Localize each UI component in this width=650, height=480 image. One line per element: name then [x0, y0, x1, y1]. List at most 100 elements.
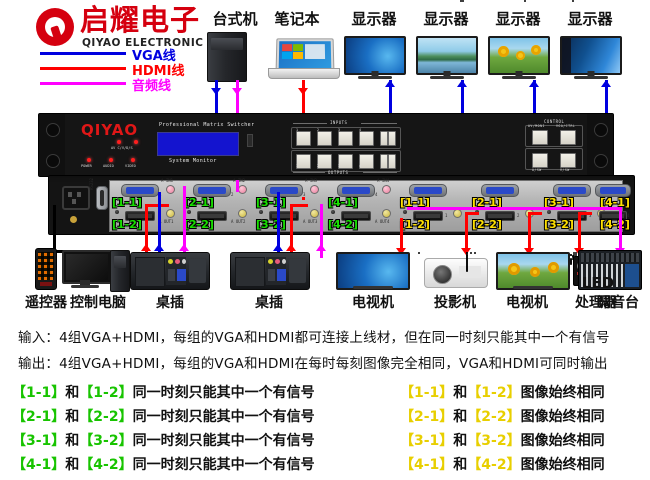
bottom-device-label-desk-socket-2: 桌插 [255, 295, 283, 311]
jack-label-input-2-2: [2-2] [184, 218, 214, 231]
top-device-label-monitor-1: 显示器 [351, 10, 397, 28]
rs232-port [96, 186, 108, 210]
note-left-1-b: 【1-2】 [79, 385, 133, 401]
rear-input-audio-label-4: A IN4 [377, 178, 390, 183]
cable-hdmi-in-1-drop [145, 216, 148, 258]
note-right-3-b: 【3-2】 [467, 433, 521, 449]
input-button-3[interactable] [338, 131, 353, 146]
control-button-a-sw[interactable] [532, 153, 548, 168]
note-right-2-text: 图像始终相同 [520, 409, 605, 425]
bottom-device-label-remote: 遥控器 [25, 295, 67, 311]
cable-arrow-vga-monitor-1 [385, 80, 395, 87]
note-left-2-text: 同一时刻只能其中一个有信号 [132, 409, 315, 425]
cable-audio-in-2-stub [236, 180, 239, 192]
note-left-3-text: 同一时刻只能其中一个有信号 [132, 433, 315, 449]
note-left-1: 【1-1】和【1-2】同一时刻只能其中一个有信号 [12, 382, 315, 402]
logo-chinese-name: 启耀电子 [80, 3, 201, 37]
input-button-extra-b[interactable] [388, 131, 396, 146]
rear-input-vga-num-2: 2 [231, 192, 234, 197]
output-button-2[interactable] [317, 154, 332, 169]
rear-output-hdmi-3 [557, 211, 587, 221]
note-right-4-b: 【4-2】 [467, 457, 521, 473]
rear-input-vga-num-4: 4 [375, 192, 378, 197]
rear-input-hdmi-4 [341, 211, 371, 221]
rear-output-audio-rca-1 [166, 209, 175, 218]
logo-english-name: QIYAO ELECTRONIC [82, 37, 204, 49]
rear-output-audio-rca-3 [310, 209, 319, 218]
output-button-4[interactable] [359, 154, 374, 169]
rear-output-num-2: 2 [517, 213, 520, 218]
rear-input-hdmi-1 [125, 211, 155, 221]
output-button-num-1: 1 [296, 164, 299, 168]
cable-arrow-hdmi-out-1 [396, 248, 406, 255]
cable-hdmi-out-4-h [578, 212, 592, 215]
rear-output-audio-rca-2 [238, 209, 247, 218]
output-button-3[interactable] [338, 154, 353, 169]
company-logo: 启耀电子 QIYAO ELECTRONIC [36, 3, 221, 49]
cable-hdmi-in-1-v [145, 204, 148, 216]
rear-input-audio-label-3: A IN3 [305, 178, 318, 183]
bottom-device-label-tv-1: 电视机 [352, 295, 394, 311]
led-av [117, 140, 121, 144]
top-device-label-monitor-2: 显示器 [423, 10, 469, 28]
cable-audio-out-mixer [619, 207, 622, 252]
note-left-2-b: 【2-2】 [79, 409, 133, 425]
note-right-4: 【4-1】和【4-2】图像始终相同 [400, 454, 605, 474]
note-right-4-a: 【4-1】 [400, 457, 454, 473]
rear-output-vga-4 [595, 184, 631, 197]
note-right-2-and: 和 [453, 409, 468, 425]
control-button-v-sw[interactable] [560, 153, 576, 168]
rear-input-vga-4 [337, 184, 375, 197]
note-left-4: 【4-1】和【4-2】同一时刻只能其中一个有信号 [12, 454, 315, 474]
control-label-a-sw: A/SW [532, 168, 542, 172]
note-left-2: 【2-1】和【2-2】同一时刻只能其中一个有信号 [12, 406, 315, 426]
note-right-3-and: 和 [453, 433, 468, 449]
led-video [131, 158, 135, 162]
device-remote-control [35, 248, 57, 290]
rack-hole-bottom-right [594, 154, 608, 168]
rear-output-audio-label-1: A OUT1 [159, 219, 174, 224]
note-right-1-text: 图像始终相同 [520, 385, 605, 401]
cable-hdmi-out-3 [528, 212, 531, 252]
input-button-2[interactable] [317, 131, 332, 146]
rack-hole-top-right [594, 123, 608, 137]
cable-hdmi-out-2 [465, 212, 468, 252]
led-audio [109, 158, 113, 162]
control-button-vga-ctrl[interactable] [560, 130, 576, 145]
note-right-1-and: 和 [453, 385, 468, 401]
rear-input-audio-2 [238, 185, 247, 194]
control-button-av-moni[interactable] [532, 130, 548, 145]
note-left-3-and: 和 [65, 433, 80, 449]
device-tv-2 [496, 252, 570, 292]
note-left-3: 【3-1】和【3-2】同一时刻只能其中一个有信号 [12, 430, 315, 450]
device-desk-socket-1 [130, 252, 210, 290]
rear-input-vga-2 [193, 184, 231, 197]
input-button-extra-a[interactable] [380, 131, 388, 146]
note-right-2-a: 【2-1】 [400, 409, 454, 425]
cable-arrow-vga-in-1 [154, 244, 164, 251]
input-button-1[interactable] [296, 131, 311, 146]
cable-vga-in-1 [158, 192, 161, 258]
rear-output-vga-1 [409, 184, 447, 197]
note-left-4-a: 【4-1】 [12, 457, 66, 473]
outputs-button-group [291, 150, 401, 172]
led-processor-label-line2: 处理器 [575, 295, 617, 311]
output-button-extra-a[interactable] [380, 154, 388, 169]
output-button-extra-b[interactable] [388, 154, 396, 169]
rear-input-vga-1 [121, 184, 159, 197]
rear-input-hdmi-2 [197, 211, 227, 221]
cable-arrow-hdmi-in-1 [141, 244, 151, 251]
top-device-label-monitor-4: 显示器 [567, 10, 613, 28]
cable-hdmi-out-2-h [465, 212, 479, 215]
note-left-4-and: 和 [65, 457, 80, 473]
output-button-1[interactable] [296, 154, 311, 169]
device-control-pc-tower [110, 250, 130, 292]
input-button-4[interactable] [359, 131, 374, 146]
rs232-label: RS232 [89, 177, 94, 190]
front-panel-title: Professional Matrix Switcher [159, 122, 255, 128]
cable-legend: VGA线 HDMI线 音频线 [40, 46, 184, 94]
note-left-1-and: 和 [65, 385, 80, 401]
note-left-2-and: 和 [65, 409, 80, 425]
led-power [87, 158, 91, 162]
cable-hdmi-in-1-h [145, 204, 169, 207]
